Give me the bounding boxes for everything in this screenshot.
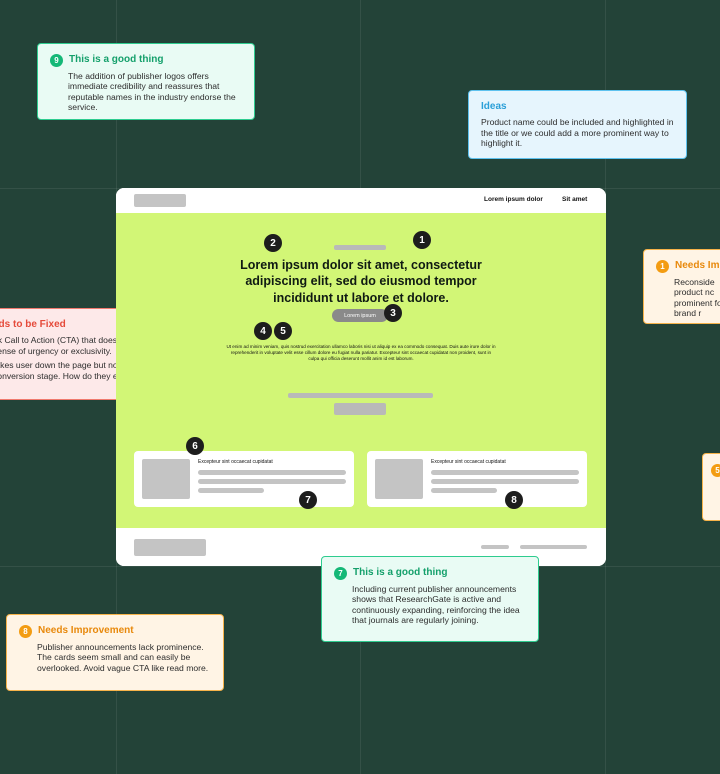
note-body: ak Call to Action (CTA) that doesn't ate… bbox=[0, 335, 160, 381]
note-header: Ideas bbox=[481, 101, 674, 113]
note-improve-8: 8 Needs Improvement Publisher announceme… bbox=[6, 614, 224, 691]
hero-paragraph: Ut enim ad minim veniam, quis nostrud ex… bbox=[226, 344, 496, 361]
note-header: 7 This is a good thing bbox=[334, 567, 526, 580]
text-placeholder bbox=[198, 488, 264, 493]
card-title: Excepteur sint occaecat cupidatat bbox=[431, 459, 506, 465]
marker-1: 1 bbox=[413, 231, 431, 249]
card-title: Excepteur sint occaecat cupidatat bbox=[198, 459, 273, 465]
nav-link-2[interactable]: Sit amet bbox=[562, 196, 588, 203]
card-thumbnail bbox=[375, 459, 423, 499]
number-badge: 7 bbox=[334, 567, 347, 580]
marker-5: 5 bbox=[274, 322, 292, 340]
text-placeholder bbox=[431, 488, 497, 493]
marker-4: 4 bbox=[254, 322, 272, 340]
footer-link-placeholder bbox=[481, 545, 509, 549]
announcement-card[interactable]: Excepteur sint occaecat cupidatat bbox=[367, 451, 587, 507]
card-thumbnail bbox=[142, 459, 190, 499]
note-good-9: 9 This is a good thing The addition of p… bbox=[37, 43, 255, 120]
note-paragraph: takes user down the page but not to al c… bbox=[0, 360, 139, 381]
landing-page-mockup: Lorem ipsum dolor Sit amet Lorem ipsum d… bbox=[116, 188, 606, 566]
note-body: Product name could be included and highl… bbox=[481, 117, 674, 149]
nav-link-1[interactable]: Lorem ipsum dolor bbox=[484, 196, 543, 203]
note-body: The addition of publisher logos offers i… bbox=[68, 71, 236, 113]
note-body: Including current publisher announcement… bbox=[352, 584, 520, 626]
note-header: 8 Needs Improvement bbox=[19, 625, 211, 638]
mockup-nav: Lorem ipsum dolor Sit amet bbox=[116, 188, 606, 213]
note-title: Needs Im bbox=[675, 260, 720, 272]
number-badge: 9 bbox=[50, 54, 63, 67]
logo-placeholder bbox=[134, 194, 186, 207]
announcement-card[interactable]: Excepteur sint occaecat cupidatat bbox=[134, 451, 354, 507]
text-placeholder bbox=[198, 470, 346, 475]
text-placeholder bbox=[431, 479, 579, 484]
footer-logo-placeholder bbox=[134, 539, 206, 556]
note-improve-1: 1 Needs Im Reconside product nc prominen… bbox=[643, 249, 720, 324]
footer-link-placeholder bbox=[520, 545, 587, 549]
text-placeholder bbox=[198, 479, 346, 484]
note-header: 1 Needs Im bbox=[656, 260, 720, 273]
button-placeholder bbox=[334, 403, 386, 415]
note-header: 5 bbox=[711, 464, 720, 477]
note-title: Needs Improvement bbox=[38, 625, 134, 637]
text-placeholder bbox=[288, 393, 433, 398]
note-header: 9 This is a good thing bbox=[50, 54, 242, 67]
number-badge: 1 bbox=[656, 260, 669, 273]
text-placeholder bbox=[431, 470, 579, 475]
note-ideas: Ideas Product name could be included and… bbox=[468, 90, 687, 159]
hero-cta-button[interactable]: Lorem ipsum bbox=[332, 309, 388, 322]
note-title: eds to be Fixed bbox=[0, 319, 66, 330]
number-badge: 5 bbox=[711, 464, 720, 477]
marker-3: 3 bbox=[384, 304, 402, 322]
note-improve-5: 5 bbox=[702, 453, 720, 521]
note-body: Reconside product nc prominent for brand… bbox=[674, 277, 720, 319]
note-header: eds to be Fixed bbox=[0, 319, 160, 331]
marker-6: 6 bbox=[186, 437, 204, 455]
note-title: This is a good thing bbox=[353, 567, 448, 579]
note-title: This is a good thing bbox=[69, 54, 164, 66]
hero-section: Lorem ipsum dolor sit amet, consectetur … bbox=[116, 213, 606, 528]
note-paragraph: ak Call to Action (CTA) that doesn't ate… bbox=[0, 335, 148, 356]
marker-8: 8 bbox=[505, 491, 523, 509]
note-good-7: 7 This is a good thing Including current… bbox=[321, 556, 539, 642]
eyebrow-placeholder bbox=[334, 245, 386, 250]
hero-title: Lorem ipsum dolor sit amet, consectetur … bbox=[240, 258, 482, 305]
number-badge: 8 bbox=[19, 625, 32, 638]
marker-2: 2 bbox=[264, 234, 282, 252]
note-title: Ideas bbox=[481, 101, 507, 112]
note-body: Publisher announcements lack prominence.… bbox=[37, 642, 209, 673]
marker-7: 7 bbox=[299, 491, 317, 509]
